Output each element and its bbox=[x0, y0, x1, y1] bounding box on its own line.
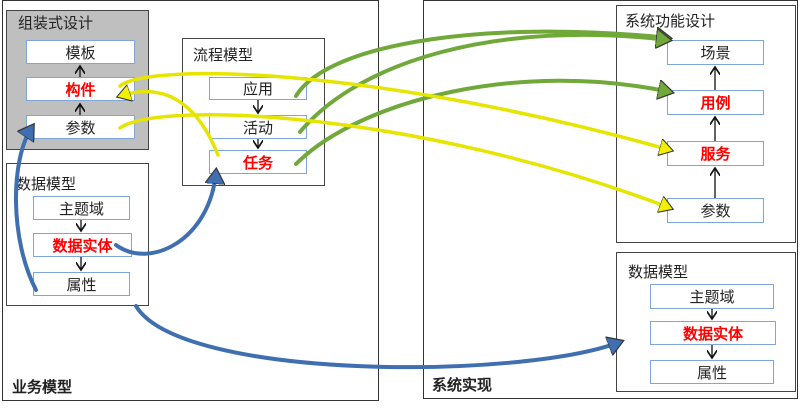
node-task[interactable]: 任务 bbox=[209, 150, 307, 174]
business-data-model-title: 数据模型 bbox=[16, 175, 77, 193]
node-sys-data-entity[interactable]: 数据实体 bbox=[650, 321, 776, 345]
node-parameter[interactable]: 参数 bbox=[26, 115, 135, 139]
node-application[interactable]: 应用 bbox=[209, 77, 307, 100]
process-model-title: 流程模型 bbox=[193, 46, 254, 64]
node-scenario[interactable]: 场景 bbox=[667, 40, 764, 65]
green-arrow-activity-to-scenario bbox=[298, 35, 668, 134]
system-impl-label: 系统实现 bbox=[432, 376, 493, 394]
system-data-model-title: 数据模型 bbox=[628, 263, 689, 281]
green-arrow-task-to-usecase bbox=[294, 78, 670, 166]
blue-arrow-attr-to-sys-data-model bbox=[134, 304, 620, 370]
blue-arrow-entity-to-task bbox=[114, 172, 216, 256]
node-sys-attribute[interactable]: 属性 bbox=[650, 360, 774, 384]
node-sys-subject-area[interactable]: 主题域 bbox=[650, 284, 774, 309]
yellow-arrow-component-to-service bbox=[118, 71, 670, 150]
node-template[interactable]: 模板 bbox=[26, 40, 135, 64]
node-service[interactable]: 服务 bbox=[667, 141, 764, 166]
yellow-arrow-task-to-component bbox=[120, 92, 220, 157]
assembly-design-title: 组装式设计 bbox=[18, 14, 94, 32]
node-attribute[interactable]: 属性 bbox=[33, 272, 130, 296]
node-sys-parameter[interactable]: 参数 bbox=[667, 198, 764, 223]
yellow-arrow-param-to-sys-param bbox=[118, 113, 670, 208]
blue-arrow-attr-to-param bbox=[14, 127, 38, 292]
business-model-label: 业务模型 bbox=[12, 378, 73, 396]
function-design-title: 系统功能设计 bbox=[625, 12, 716, 30]
node-subject-area[interactable]: 主题域 bbox=[33, 196, 130, 220]
node-use-case[interactable]: 用例 bbox=[667, 90, 764, 115]
green-arrow-app-to-scenario bbox=[294, 32, 668, 98]
